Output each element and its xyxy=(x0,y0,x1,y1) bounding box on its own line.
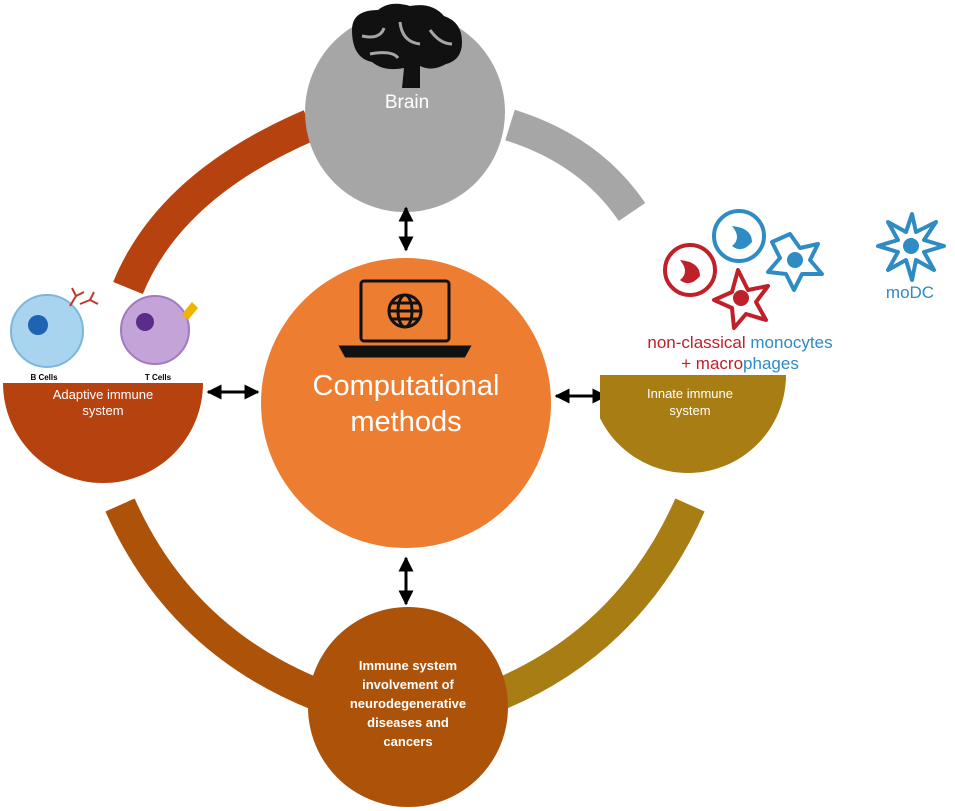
macrophages-label-blue: phages xyxy=(743,354,799,373)
bottom-label-line: neurodegenerative xyxy=(350,696,466,711)
macrophage-red-icon xyxy=(712,268,770,330)
adaptive-label-line2: system xyxy=(82,403,123,418)
monocyte-blue-icon xyxy=(712,209,766,263)
immune-involvement-node xyxy=(308,607,508,807)
adaptive-label-line1: Adaptive immune xyxy=(53,387,153,402)
modc-icon xyxy=(876,212,946,282)
b-cells-label: B Cells xyxy=(30,373,58,382)
center-label-line2: methods xyxy=(350,406,461,438)
brain-icon xyxy=(352,3,462,88)
arc-adaptive-bottom xyxy=(105,498,324,710)
modc-label: moDC xyxy=(886,283,934,302)
adaptive-immune-node xyxy=(3,383,203,483)
bottom-label: Immune system involvement of neurodegenera… xyxy=(350,658,466,749)
t-cell-icon xyxy=(120,295,198,365)
monocytes-label: non-classical monocytes xyxy=(647,333,832,352)
arc-brain-innate xyxy=(505,109,646,222)
brain-node xyxy=(305,12,505,212)
bottom-label-line: diseases and xyxy=(367,715,449,730)
bottom-label-line: cancers xyxy=(383,734,432,749)
bottom-label-line: Immune system xyxy=(359,658,457,673)
laptop-globe-icon xyxy=(338,279,472,358)
t-cells-label: T Cells xyxy=(145,373,172,382)
innate-label-line1: Innate immune xyxy=(647,386,733,401)
bottom-label-line: involvement of xyxy=(362,677,454,692)
macrophages-label-red: + macro xyxy=(681,354,743,373)
center-label-line1: Computational xyxy=(313,370,500,402)
monocytes-label-blue: monocytes xyxy=(750,333,832,352)
innate-label-line2: system xyxy=(669,403,710,418)
macrophage-blue-icon xyxy=(766,232,824,292)
arc-innate-bottom xyxy=(491,498,705,710)
macrophages-label: + macrophages xyxy=(681,354,799,373)
brain-label: Brain xyxy=(385,92,429,113)
monocyte-red-icon xyxy=(663,243,717,297)
arc-brain-adaptive xyxy=(113,110,317,295)
monocytes-label-red: non-classical xyxy=(647,333,750,352)
innate-immune-node xyxy=(600,375,786,473)
b-cell-icon xyxy=(10,287,99,368)
computational-methods-node xyxy=(261,258,551,548)
